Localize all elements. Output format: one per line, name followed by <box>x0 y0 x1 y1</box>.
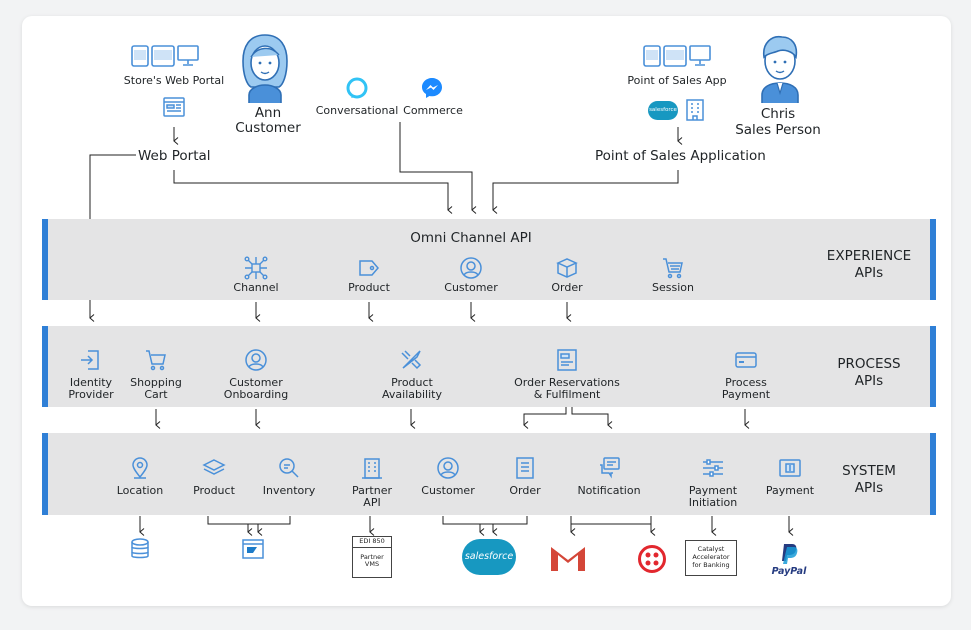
onboarding-icon <box>244 348 268 372</box>
devices-icon <box>130 44 200 68</box>
web-portal-label: Web Portal <box>138 148 211 164</box>
exp-session-label: Session <box>652 281 694 294</box>
product-layers-icon <box>202 456 226 480</box>
sys-notification: Notification <box>577 484 641 497</box>
alexa-icon <box>345 76 369 100</box>
chris-name: Chris <box>760 106 796 122</box>
chris-avatar-icon <box>750 31 810 103</box>
band-right-accent <box>930 326 936 407</box>
paypal-wordmark: PayPal <box>771 566 807 577</box>
product-tag-icon <box>357 256 381 280</box>
twilio-logo <box>638 545 666 573</box>
band-left-accent <box>42 326 48 407</box>
sys-location: Location <box>116 484 164 497</box>
notification-chat-icon <box>597 456 621 480</box>
reservation-form-icon <box>555 348 579 372</box>
exp-product-label: Product <box>348 281 390 294</box>
login-icon <box>78 348 102 372</box>
session-cart-icon <box>661 256 685 280</box>
line-pos-to-omni <box>492 170 679 214</box>
payment-wallet-icon <box>778 456 802 480</box>
order-box-icon <box>555 256 579 280</box>
conversational-label: Conversational <box>315 104 399 117</box>
salesforce-logo: salesforce <box>462 539 516 575</box>
building-icon <box>683 98 707 122</box>
availability-tools-icon <box>399 348 423 372</box>
store-web-portal-label: Store's Web Portal <box>123 74 225 87</box>
experience-tag-line1: EXPERIENCE <box>826 248 912 264</box>
paypal-logo: PayPal <box>770 542 808 580</box>
commerce-label: Commerce <box>403 104 463 117</box>
sys-payment: Payment <box>765 484 815 497</box>
exp-order-label: Order <box>551 281 583 294</box>
chris-role: Sales Person <box>735 122 821 138</box>
sys-customer: Customer <box>421 484 475 497</box>
system-api-band <box>42 433 936 515</box>
sys-product: Product <box>193 484 235 497</box>
point-of-sales-application-label: Point of Sales Application <box>595 148 766 164</box>
system-tag-line1: SYSTEM <box>842 463 896 479</box>
line-webportal-to-omni <box>173 170 453 214</box>
channel-network-icon <box>244 256 268 280</box>
messenger-icon <box>420 76 444 100</box>
sliders-icon <box>701 456 725 480</box>
sys-order: Order <box>509 484 541 497</box>
sap-screen-icon <box>241 537 265 561</box>
pos-devices-icon <box>642 44 712 68</box>
gmail-logo <box>549 543 587 573</box>
inventory-search-icon <box>277 456 301 480</box>
ann-role: Customer <box>235 120 301 136</box>
line-conversational-to-omni <box>399 122 477 214</box>
database-icon <box>128 537 152 561</box>
salesforce-cloud-icon: salesforce <box>648 101 678 120</box>
catalyst-banking-logo: Catalyst Accelerator for Banking <box>685 540 737 576</box>
band-left-accent <box>42 219 48 300</box>
process-api-band <box>42 326 936 407</box>
sys-customer-icon <box>436 456 460 480</box>
partner-building-icon <box>360 456 384 480</box>
web-page-icon <box>162 95 186 119</box>
order-document-icon <box>513 456 537 480</box>
experience-tag-line2: APIs <box>854 265 884 281</box>
ann-avatar-icon <box>235 31 295 103</box>
ann-name: Ann <box>254 105 282 121</box>
omni-channel-api-title: Omni Channel API <box>410 230 532 246</box>
shopping-cart-icon <box>144 348 168 372</box>
partner-vms-logo: EDI 850 Partner VMS <box>352 536 392 578</box>
band-right-accent <box>930 219 936 300</box>
experience-api-band <box>42 219 936 300</box>
exp-channel-label: Channel <box>233 281 279 294</box>
proc-order-reservations: Order Reservations& Fulfilment <box>514 376 620 401</box>
point-of-sales-app-label: Point of Sales App <box>627 74 727 87</box>
system-tag-line2: APIs <box>854 480 884 496</box>
sys-inventory: Inventory <box>262 484 316 497</box>
process-tag-line1: PROCESS <box>837 356 901 372</box>
customer-icon <box>459 256 483 280</box>
exp-customer-label: Customer <box>444 281 498 294</box>
band-right-accent <box>930 433 936 515</box>
location-pin-icon <box>128 456 152 480</box>
process-tag-line2: APIs <box>854 373 884 389</box>
band-left-accent <box>42 433 48 515</box>
payment-card-icon <box>734 348 758 372</box>
